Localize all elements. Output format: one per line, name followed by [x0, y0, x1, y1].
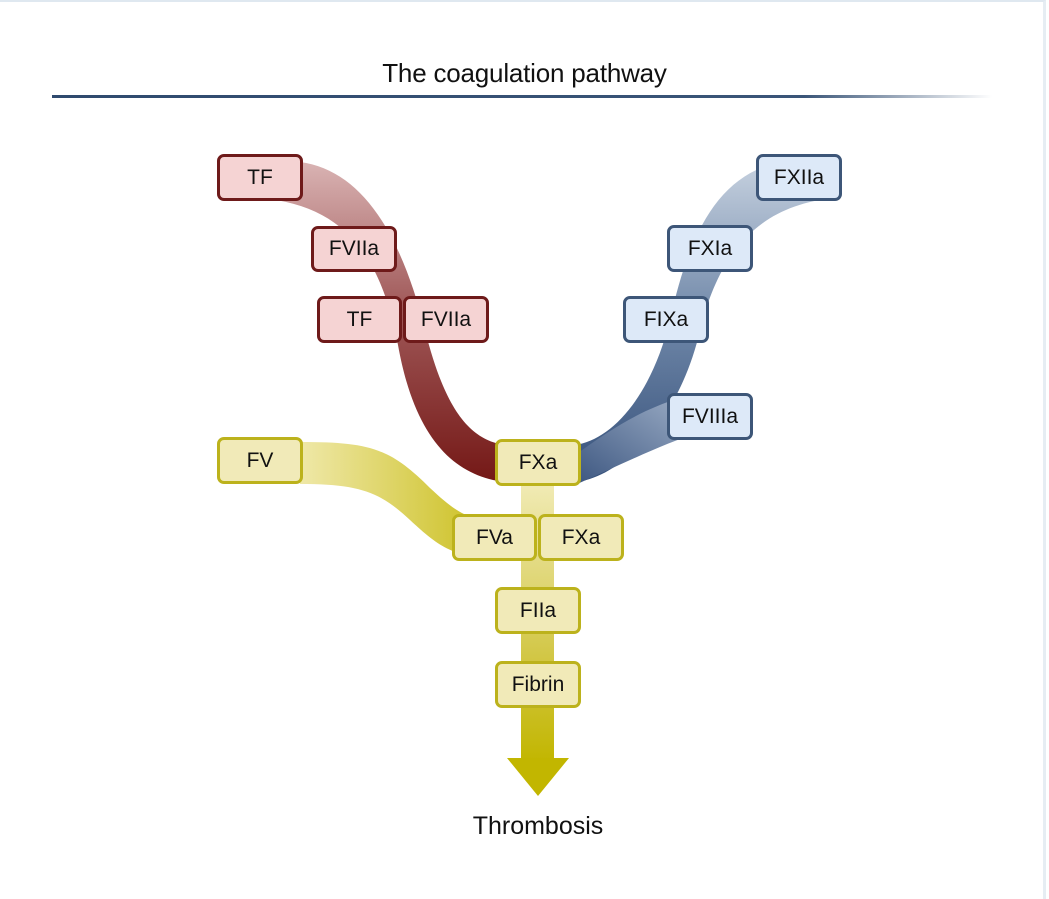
- node-fxa[interactable]: FXa: [495, 439, 581, 486]
- node-fv[interactable]: FV: [217, 437, 303, 484]
- arrow-head-icon: [507, 758, 569, 796]
- node-tf[interactable]: TF: [217, 154, 303, 201]
- node-fxia[interactable]: FXIa: [667, 225, 753, 272]
- title-divider: [52, 95, 992, 98]
- ribbon-fv: [300, 442, 500, 558]
- node-fxa-prothrombinase[interactable]: FXa: [538, 514, 624, 561]
- node-tf-complex[interactable]: TF: [317, 296, 402, 343]
- outcome-label: Thrombosis: [472, 812, 604, 840]
- node-fxiia[interactable]: FXIIa: [756, 154, 842, 201]
- node-fixa[interactable]: FIXa: [623, 296, 709, 343]
- ribbon-extrinsic: [260, 162, 505, 482]
- node-fviiia[interactable]: FVIIIa: [667, 393, 753, 440]
- node-fiia[interactable]: FIIa: [495, 587, 581, 634]
- node-fviia[interactable]: FVIIa: [311, 226, 397, 272]
- node-fva[interactable]: FVa: [452, 514, 537, 561]
- ribbon-intrinsic: [575, 160, 835, 482]
- node-fviia-complex[interactable]: FVIIa: [403, 296, 489, 343]
- diagram-title: The coagulation pathway: [382, 58, 667, 88]
- node-fibrin[interactable]: Fibrin: [495, 661, 581, 708]
